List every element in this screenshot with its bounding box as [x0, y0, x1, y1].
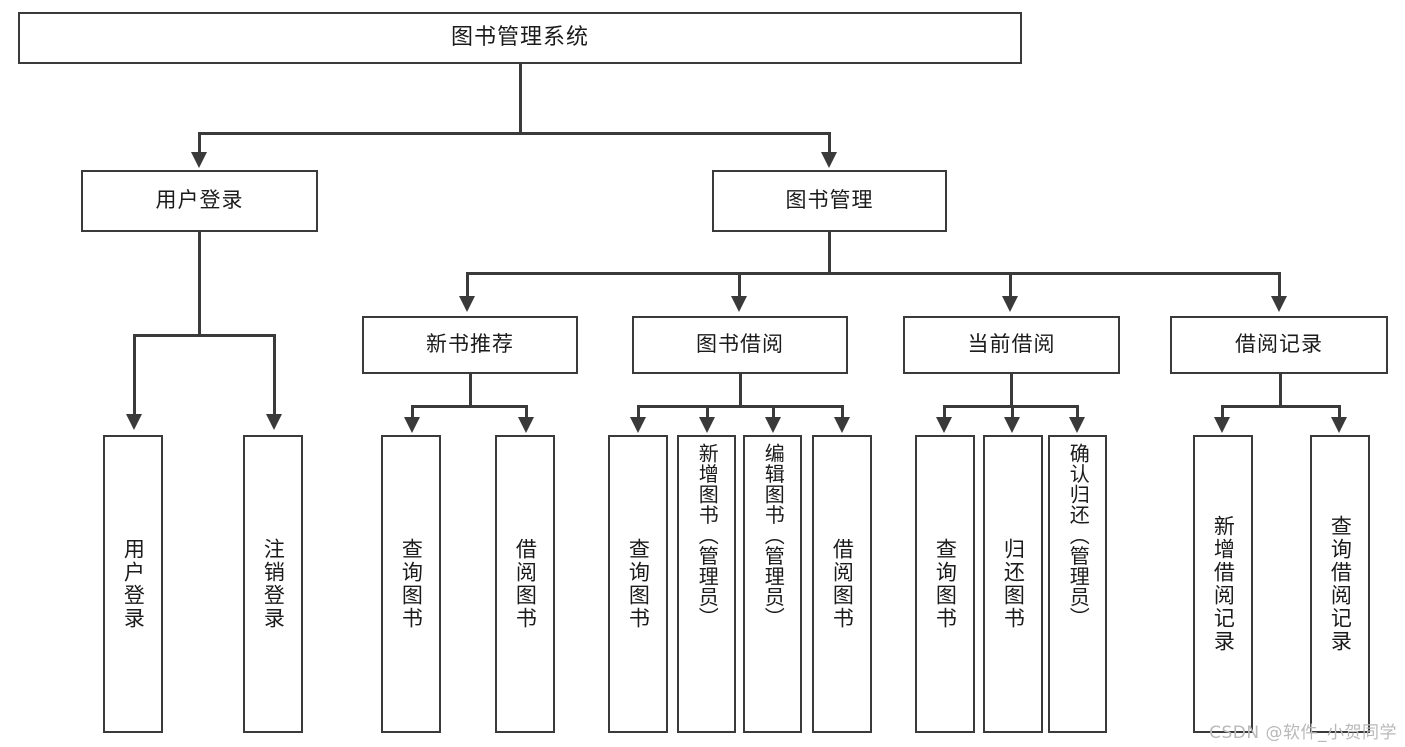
leaf-label: 查询图书	[399, 538, 424, 630]
arrowhead-leaf-confirm-return	[1069, 417, 1085, 433]
connector-current-borrow-bus	[943, 405, 1078, 408]
arrowhead-book-manage	[821, 152, 837, 168]
node-new-book-recommend[interactable]: 新书推荐	[362, 316, 578, 374]
leaf-label: 归还图书	[1001, 538, 1026, 630]
connector-drop-leaf-return-book	[1011, 405, 1014, 419]
leaf-label: 查询图书	[933, 538, 958, 630]
arrowhead-leaf-borrow-book-2	[834, 417, 850, 433]
leaf-add-borrow-record[interactable]: 新增借阅记录	[1193, 435, 1253, 733]
leaf-confirm-return[interactable]: 确认归还（管理员）	[1048, 435, 1107, 733]
arrowhead-leaf-query-book-3	[936, 417, 952, 433]
leaf-label: 借阅图书	[830, 538, 855, 630]
node-user-login[interactable]: 用户登录	[81, 170, 318, 232]
connector-drop-leaf-query-book-2	[637, 405, 640, 419]
arrowhead-leaf-borrow-book-1	[518, 417, 534, 433]
node-label: 图书借阅	[696, 332, 784, 357]
leaf-add-book[interactable]: 新增图书（管理员）	[677, 435, 736, 733]
connector-user-login-bus	[133, 334, 276, 337]
arrowhead-leaf-query-record	[1331, 417, 1347, 433]
arrowhead-user-login	[191, 152, 207, 168]
connector-drop-current-borrow	[1009, 272, 1012, 298]
connector-drop-leaf-borrow-book-2	[841, 405, 844, 419]
node-book-management[interactable]: 图书管理	[712, 170, 947, 232]
arrowhead-book-borrow	[731, 296, 747, 312]
arrowhead-leaf-user-login	[126, 414, 142, 430]
node-label: 图书管理	[785, 188, 874, 213]
connector-level3-bus	[466, 272, 1280, 275]
leaf-label: 新增借阅记录	[1211, 515, 1236, 653]
connector-drop-leaf-user-logout	[273, 334, 276, 416]
connector-drop-leaf-user-login	[133, 334, 136, 416]
arrowhead-new-book-rec	[459, 296, 475, 312]
node-label: 用户登录	[155, 188, 244, 213]
connector-new-book-rec-bus	[411, 405, 527, 408]
connector-drop-borrow-record	[1278, 272, 1281, 298]
leaf-borrow-book-borrow[interactable]: 借阅图书	[812, 435, 872, 733]
arrowhead-leaf-return-book	[1004, 417, 1020, 433]
node-root-book-management-system[interactable]: 图书管理系统	[18, 12, 1022, 64]
connector-drop-leaf-query-book-1	[411, 405, 414, 419]
leaf-label: 注销登录	[261, 538, 286, 630]
leaf-label: 借阅图书	[513, 538, 538, 630]
arrowhead-current-borrow	[1002, 296, 1018, 312]
node-current-borrow[interactable]: 当前借阅	[903, 316, 1120, 374]
connector-drop-user-login	[198, 132, 201, 154]
node-label: 当前借阅	[967, 332, 1056, 357]
connector-drop-book-manage	[828, 132, 831, 154]
node-borrow-record[interactable]: 借阅记录	[1170, 316, 1388, 374]
arrowhead-leaf-user-logout	[266, 414, 282, 430]
connector-current-borrow-stem	[1010, 374, 1013, 407]
connector-book-manage-stem	[828, 232, 831, 274]
connector-level2-bus	[198, 132, 830, 135]
connector-root-stem	[519, 64, 522, 134]
node-label: 借阅记录	[1235, 332, 1323, 357]
leaf-query-book-rec[interactable]: 查询图书	[381, 435, 441, 733]
node-label: 图书管理系统	[450, 24, 589, 50]
leaf-label: 用户登录	[121, 538, 146, 630]
connector-drop-leaf-query-record	[1338, 405, 1341, 419]
leaf-query-borrow-record[interactable]: 查询借阅记录	[1310, 435, 1370, 733]
leaf-query-book-current[interactable]: 查询图书	[915, 435, 975, 733]
connector-drop-leaf-borrow-book-1	[525, 405, 528, 419]
leaf-user-login[interactable]: 用户登录	[103, 435, 163, 733]
leaf-borrow-book-rec[interactable]: 借阅图书	[495, 435, 555, 733]
arrowhead-leaf-edit-book	[765, 417, 781, 433]
connector-borrow-record-stem	[1279, 374, 1282, 407]
leaf-label: 查询借阅记录	[1328, 515, 1353, 653]
leaf-query-book-borrow[interactable]: 查询图书	[608, 435, 668, 733]
connector-drop-new-book-rec	[466, 272, 469, 298]
connector-drop-leaf-add-record	[1221, 405, 1224, 419]
connector-drop-leaf-query-book-3	[943, 405, 946, 419]
connector-borrow-record-bus	[1221, 405, 1340, 408]
leaf-label: 确认归还（管理员）	[1066, 443, 1091, 628]
node-book-borrow[interactable]: 图书借阅	[632, 316, 848, 374]
arrowhead-leaf-add-book	[699, 417, 715, 433]
connector-new-book-rec-stem	[469, 374, 472, 407]
connector-user-login-stem	[198, 232, 201, 336]
connector-drop-leaf-edit-book	[772, 405, 775, 419]
leaf-label: 编辑图书（管理员）	[761, 443, 786, 628]
arrowhead-borrow-record	[1271, 296, 1287, 312]
leaf-label: 新增图书（管理员）	[695, 443, 720, 628]
connector-drop-leaf-add-book	[706, 405, 709, 419]
connector-book-borrow-stem	[739, 374, 742, 407]
arrowhead-leaf-query-book-1	[404, 417, 420, 433]
leaf-edit-book[interactable]: 编辑图书（管理员）	[743, 435, 802, 733]
arrowhead-leaf-query-book-2	[630, 417, 646, 433]
connector-drop-book-borrow	[738, 272, 741, 298]
arrowhead-leaf-add-record	[1214, 417, 1230, 433]
connector-book-borrow-bus	[637, 405, 843, 408]
node-label: 新书推荐	[426, 332, 514, 357]
leaf-return-book[interactable]: 归还图书	[983, 435, 1043, 733]
connector-drop-leaf-confirm-return	[1076, 405, 1079, 419]
leaf-label: 查询图书	[626, 538, 651, 630]
leaf-user-logout[interactable]: 注销登录	[243, 435, 303, 733]
